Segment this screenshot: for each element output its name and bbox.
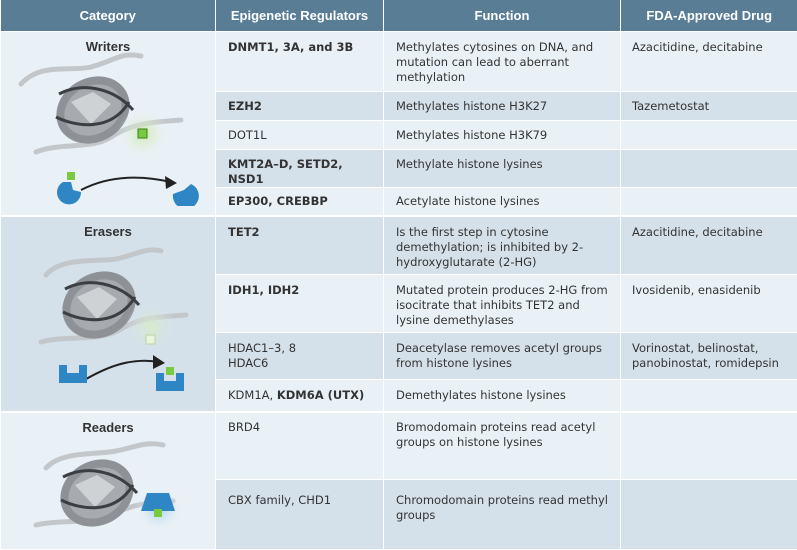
- function-cell: Acetylate histone lysines: [384, 188, 621, 216]
- drug-cell: [621, 479, 797, 549]
- methyl-mark-icon: [154, 509, 162, 517]
- header-function: Function: [384, 0, 621, 32]
- arrow-icon: [81, 360, 159, 381]
- function-cell: Methylates cytosines on DNA, and mutatio…: [384, 32, 621, 92]
- regulator-cell: HDAC1–3, 8 HDAC6: [216, 333, 384, 379]
- regulator-cell: BRD4: [216, 412, 384, 480]
- regulator-cell: IDH1, IDH2: [216, 274, 384, 333]
- header-regulators: Epigenetic Regulators: [216, 0, 384, 32]
- methyl-mark-icon: [138, 129, 147, 138]
- regulator-cell: TET2: [216, 216, 384, 275]
- function-cell: Deacetylase removes acetyl groups from h…: [384, 333, 621, 379]
- function-cell: Demethylates histone lysines: [384, 379, 621, 411]
- drug-cell: Azacitidine, decitabine: [621, 32, 797, 92]
- regulator-cell: CBX family, CHD1: [216, 479, 384, 549]
- readers-illustration: [1, 413, 216, 549]
- drug-cell: [621, 412, 797, 480]
- table-row: Erasers: [1, 216, 797, 275]
- drug-cell: Ivosidenib, enasidenib: [621, 274, 797, 333]
- protein-icon: [173, 184, 199, 206]
- function-cell: Chromodomain proteins read methyl groups: [384, 479, 621, 549]
- regulator-cell: DOT1L: [216, 121, 384, 150]
- methyl-mark-icon: [166, 367, 174, 375]
- regulator-cell: EP300, CREBBP: [216, 188, 384, 216]
- category-cell-erasers: Erasers: [1, 216, 216, 412]
- function-cell: Methylates histone H3K79: [384, 121, 621, 150]
- drug-cell: Azacitidine, decitabine: [621, 216, 797, 275]
- protein-icon: [59, 365, 87, 383]
- drug-cell: Tazemetostat: [621, 92, 797, 121]
- arrow-icon: [81, 178, 171, 190]
- table-row: Readers: [1, 412, 797, 480]
- header-category: Category: [1, 0, 216, 32]
- drug-cell: [621, 379, 797, 411]
- regulator-cell: KMT2A–D, SETD2, NSD1: [216, 150, 384, 188]
- regulator-cell: EZH2: [216, 92, 384, 121]
- header-drug: FDA-Approved Drug: [621, 0, 797, 32]
- category-cell-readers: Readers: [1, 412, 216, 550]
- function-cell: Methylates histone H3K27: [384, 92, 621, 121]
- category-cell-writers: Writers: [1, 32, 216, 216]
- regulator-cell: KDM1A, KDM6A (UTX): [216, 379, 384, 411]
- header-row: Category Epigenetic Regulators Function …: [1, 0, 797, 32]
- drug-cell: [621, 188, 797, 216]
- writers-illustration: [1, 32, 216, 206]
- regulator-cell: DNMT1, 3A, and 3B: [216, 32, 384, 92]
- protein-icon: [156, 367, 184, 391]
- function-cell: Is the first step in cytosine demethylat…: [384, 216, 621, 275]
- function-cell: Methylate histone lysines: [384, 150, 621, 188]
- table-row: Writers: [1, 32, 797, 92]
- protein-icon: [57, 172, 81, 204]
- function-cell: Bromodomain proteins read acetyl groups …: [384, 412, 621, 480]
- function-cell: Mutated protein produces 2-HG from isoci…: [384, 274, 621, 333]
- erasers-illustration: [1, 217, 216, 411]
- drug-cell: [621, 150, 797, 188]
- drug-cell: Vorinostat, belinostat, panobinostat, ro…: [621, 333, 797, 379]
- drug-cell: [621, 121, 797, 150]
